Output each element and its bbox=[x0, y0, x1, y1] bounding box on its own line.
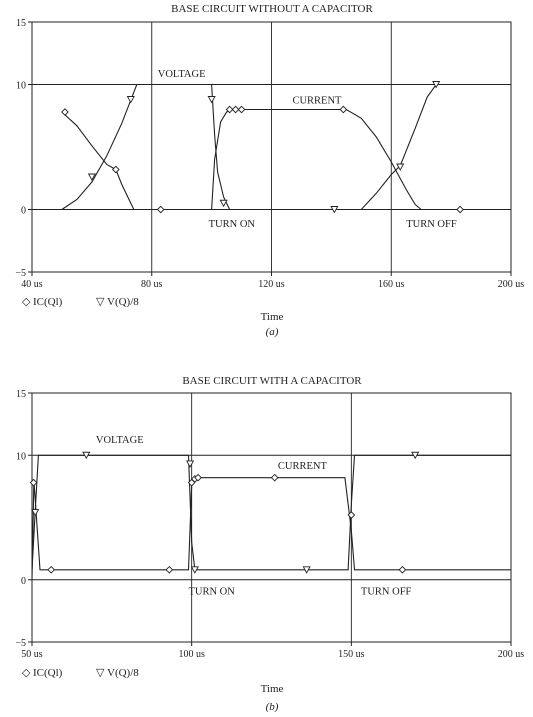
data-point-v bbox=[411, 451, 420, 460]
legend-label-v: V(Q)/8 bbox=[107, 667, 139, 679]
y-tick-label: 15 bbox=[16, 18, 26, 29]
data-point-ic bbox=[339, 105, 348, 114]
x-tick-label: 200 us bbox=[498, 649, 525, 660]
annotation-label: VOLTAGE bbox=[158, 69, 206, 80]
data-point-ic bbox=[231, 105, 240, 114]
x-tick-label: 160 us bbox=[378, 279, 405, 290]
series-line-v bbox=[61, 83, 511, 211]
chart-b-caption: (b) bbox=[266, 701, 279, 713]
y-tick-label: −5 bbox=[15, 638, 26, 649]
legend-label-v: V(Q)/8 bbox=[107, 296, 139, 308]
y-tick-label: −5 bbox=[15, 268, 26, 279]
chart-a-caption: (a) bbox=[266, 326, 279, 338]
chart-a-title: BASE CIRCUIT WITHOUT A CAPACITOR bbox=[171, 3, 373, 15]
chart-a-legend: ◇ IC(Ql) ▽ V(Q)/8 bbox=[22, 296, 139, 308]
annotation-label: TURN ON bbox=[209, 219, 256, 230]
legend-label-ic: IC(Ql) bbox=[33, 296, 63, 308]
y-tick-label: 0 bbox=[21, 206, 26, 217]
chart-a-xlabel: Time bbox=[261, 311, 284, 323]
legend-marker-triangle: ▽ bbox=[96, 296, 105, 308]
annotation-label: CURRENT bbox=[292, 95, 342, 106]
data-point-v bbox=[207, 96, 216, 104]
chart-b: BASE CIRCUIT WITH A CAPACITOR −5 0 10 15 50 … bbox=[15, 375, 524, 713]
data-point-v bbox=[126, 96, 135, 104]
data-point-v bbox=[82, 451, 91, 460]
data-point-v bbox=[432, 81, 441, 89]
x-tick-label: 40 us bbox=[21, 279, 43, 290]
x-tick-label: 200 us bbox=[498, 279, 525, 290]
data-point-v bbox=[87, 173, 96, 181]
chart-b-plot-area: −5 0 10 15 50 us 100 us 150 us 200 us VOLTAGE CUR… bbox=[15, 389, 524, 660]
x-tick-label: 150 us bbox=[338, 649, 365, 660]
data-point-ic bbox=[111, 165, 120, 174]
chart-b-xlabel: Time bbox=[261, 683, 284, 695]
legend-marker-triangle: ▽ bbox=[96, 667, 105, 679]
legend-marker-diamond: ◇ bbox=[22, 667, 31, 679]
series-line-v bbox=[31, 454, 511, 571]
annotation-label: TURN ON bbox=[188, 587, 235, 598]
data-point-ic bbox=[156, 205, 165, 214]
data-point-v bbox=[186, 460, 195, 468]
legend-label-ic: IC(Ql) bbox=[33, 667, 63, 679]
data-point-ic bbox=[237, 105, 246, 114]
y-tick-label: 15 bbox=[16, 389, 26, 400]
data-point-ic bbox=[456, 205, 464, 214]
x-tick-label: 80 us bbox=[141, 279, 163, 290]
data-point-v bbox=[31, 509, 40, 517]
data-point-ic bbox=[29, 478, 38, 487]
data-point-v bbox=[302, 566, 311, 574]
x-tick-label: 120 us bbox=[258, 279, 285, 290]
data-point-ic bbox=[61, 108, 69, 116]
data-point-v bbox=[219, 199, 228, 208]
y-tick-label: 10 bbox=[16, 81, 26, 92]
series-line-ic bbox=[61, 108, 511, 211]
x-tick-label: 50 us bbox=[21, 649, 43, 660]
data-point-v bbox=[396, 163, 405, 171]
data-point-ic bbox=[194, 473, 202, 482]
data-point-ic bbox=[225, 105, 234, 114]
y-tick-label: 0 bbox=[21, 576, 26, 587]
y-tick-label: 10 bbox=[16, 451, 26, 462]
annotation-label: VOLTAGE bbox=[96, 435, 144, 446]
annotation-label: TURN OFF bbox=[406, 219, 457, 230]
data-point-ic bbox=[270, 473, 279, 482]
data-point-ic bbox=[47, 565, 55, 574]
data-point-ic bbox=[347, 511, 356, 519]
series-line-ic bbox=[31, 477, 511, 580]
data-point-v bbox=[330, 206, 339, 214]
legend-marker-diamond: ◇ bbox=[22, 296, 31, 308]
data-point-ic bbox=[398, 565, 407, 574]
chart-a-plot-area: −5 0 10 15 40 us 80 us 120 us 160 us 200 us VOLTA… bbox=[15, 18, 524, 290]
annotation-label: CURRENT bbox=[278, 461, 328, 472]
data-point-v bbox=[190, 566, 199, 574]
data-point-ic bbox=[165, 565, 174, 574]
chart-b-legend: ◇ IC(Ql) ▽ V(Q)/8 bbox=[22, 667, 139, 679]
x-tick-label: 100 us bbox=[178, 649, 205, 660]
chart-b-title: BASE CIRCUIT WITH A CAPACITOR bbox=[182, 375, 362, 387]
annotation-label: TURN OFF bbox=[361, 587, 412, 598]
chart-a: BASE CIRCUIT WITHOUT A CAPACITOR −5 0 10 15… bbox=[15, 3, 524, 338]
plot-frame bbox=[31, 392, 512, 643]
